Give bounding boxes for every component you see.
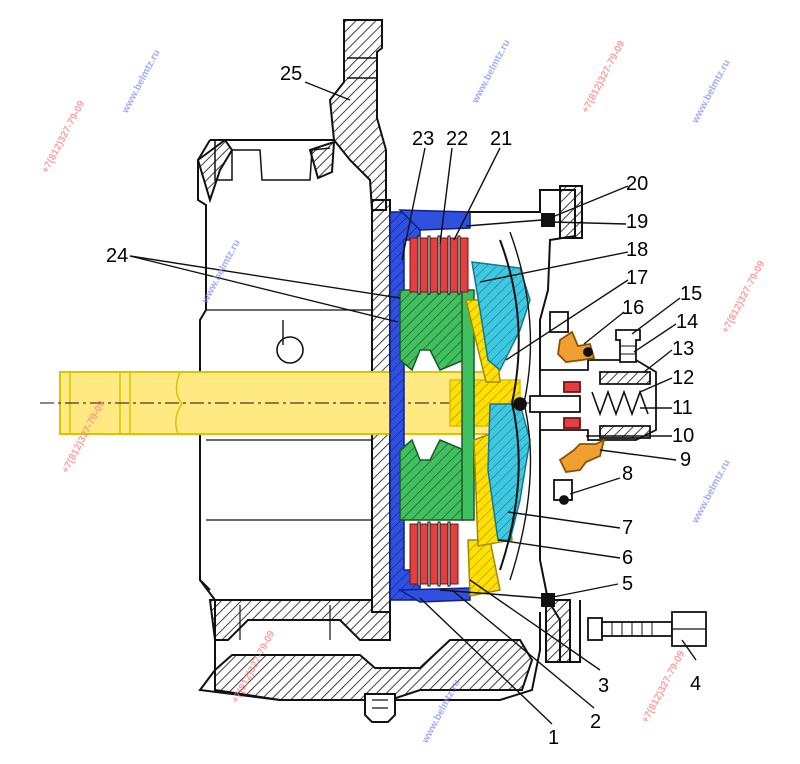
callout-1: 1 (548, 727, 559, 749)
callout-6: 6 (622, 547, 633, 569)
callout-3: 3 (598, 675, 609, 697)
callout-17: 17 (626, 267, 648, 289)
adjusting-bolt (587, 611, 707, 647)
housing-top-boss (328, 19, 387, 211)
callout-13: 13 (672, 338, 694, 360)
callout-labels: 25 23 22 21 20 19 18 17 16 15 14 13 12 1… (106, 63, 702, 749)
callout-24: 24 (106, 245, 128, 267)
housing-upper-wall (197, 139, 334, 591)
release-boot-upper (557, 330, 596, 363)
callout-19: 19 (626, 211, 648, 233)
callout-2: 2 (590, 711, 601, 733)
callout-11: 11 (672, 397, 693, 419)
callout-15: 15 (680, 283, 702, 305)
callout-4: 4 (690, 673, 701, 695)
callout-14: 14 (676, 311, 698, 333)
callout-25: 25 (280, 63, 302, 85)
friction-disc-stack-lower (409, 523, 459, 585)
input-shaft (40, 371, 560, 435)
callout-21: 21 (490, 128, 512, 150)
callout-5: 5 (622, 573, 633, 595)
separator-plates (417, 235, 461, 587)
callout-12: 12 (672, 367, 694, 389)
release-mechanism (513, 311, 657, 505)
callout-8: 8 (622, 463, 633, 485)
release-boot-lower (558, 438, 606, 473)
release-spring (591, 389, 649, 417)
callout-18: 18 (626, 239, 648, 261)
callout-16: 16 (622, 297, 644, 319)
callout-23: 23 (412, 128, 434, 150)
callout-9: 9 (680, 449, 691, 471)
callout-20: 20 (626, 173, 648, 195)
clutch-cover (439, 185, 583, 663)
callout-7: 7 (622, 517, 633, 539)
leader-lines (129, 81, 697, 725)
callout-22: 22 (446, 128, 468, 150)
callout-10: 10 (672, 425, 694, 447)
